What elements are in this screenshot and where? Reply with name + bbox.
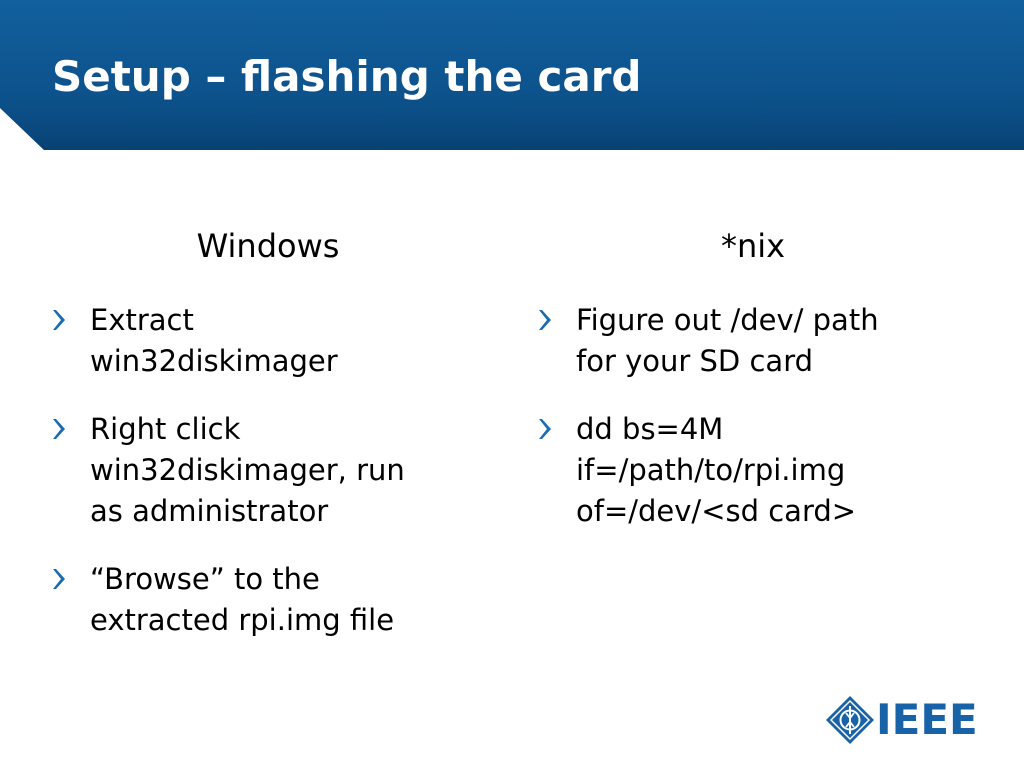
windows-column: Windows Extract win32diskimager Right cl…: [52, 222, 482, 641]
chevron-right-icon: [52, 308, 66, 332]
nix-bullet-item: Figure out /dev/ path for your SD card: [538, 300, 978, 382]
windows-bullet-item: “Browse” to the extracted rpi.img file: [52, 559, 482, 641]
ieee-diamond-icon: [824, 694, 876, 746]
ieee-wordmark: IEEE: [876, 695, 978, 744]
chevron-right-icon: [538, 417, 552, 441]
header-band: Setup – flashing the card: [0, 0, 1024, 150]
windows-bullet-text: Extract win32diskimager: [90, 303, 338, 378]
nix-bullet-text: dd bs=4M if=/path/to/rpi.img of=/dev/<sd…: [576, 412, 857, 528]
slide-title: Setup – flashing the card: [52, 52, 642, 101]
ieee-logo: IEEE: [824, 694, 986, 746]
chevron-right-icon: [52, 417, 66, 441]
chevron-right-icon: [52, 567, 66, 591]
nix-bullet-text: Figure out /dev/ path for your SD card: [576, 303, 879, 378]
nix-bullet-item: dd bs=4M if=/path/to/rpi.img of=/dev/<sd…: [538, 409, 978, 532]
header-band-shape: [0, 0, 1024, 150]
nix-bullet-list: Figure out /dev/ path for your SD card d…: [538, 300, 978, 532]
windows-bullet-list: Extract win32diskimager Right click win3…: [52, 300, 482, 641]
windows-bullet-text: Right click win32diskimager, run as admi…: [90, 412, 405, 528]
nix-heading: *nix: [720, 227, 786, 265]
windows-bullet-item: Right click win32diskimager, run as admi…: [52, 409, 482, 532]
chevron-right-icon: [538, 308, 552, 332]
windows-bullet-text: “Browse” to the extracted rpi.img file: [90, 562, 395, 637]
windows-bullet-item: Extract win32diskimager: [52, 300, 482, 382]
nix-column: *nix Figure out /dev/ path for your SD c…: [538, 222, 978, 532]
windows-heading: Windows: [196, 227, 340, 265]
